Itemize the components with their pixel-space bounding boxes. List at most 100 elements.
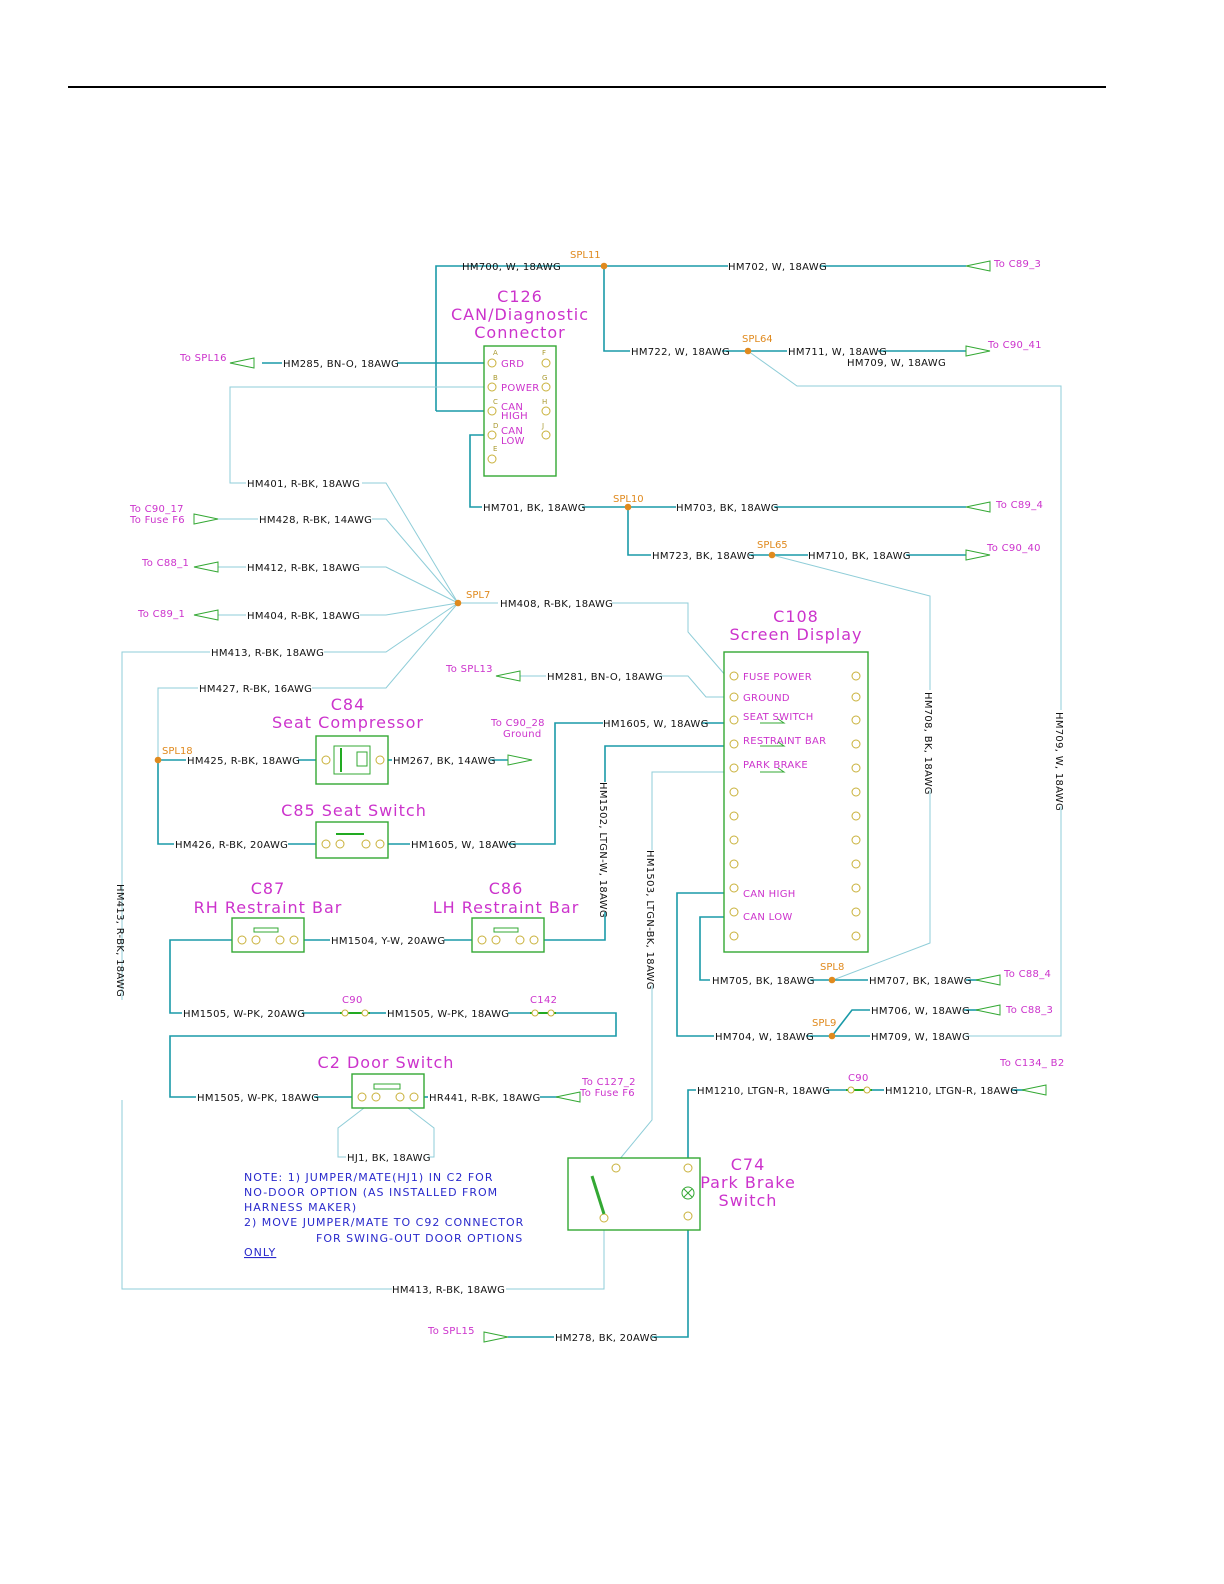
wire-hm267: HM267, BK, 14AWG: [393, 756, 496, 767]
title-c74-desc: Park Brake: [700, 1173, 796, 1192]
wire-hm710: HM710, BK, 18AWG: [808, 551, 911, 562]
c126-pin-can-h: CAN: [501, 402, 523, 413]
wire-hm704: HM704, W, 18AWG: [715, 1032, 814, 1043]
wire-hj1: HJ1, BK, 18AWG: [347, 1153, 431, 1164]
connector-c87: [231, 917, 305, 953]
note-line-3: HARNESS MAKER): [244, 1201, 357, 1214]
wire-hm707: HM707, BK, 18AWG: [869, 976, 972, 987]
wire-hm709: HM709, W, 18AWG: [847, 358, 946, 369]
wire-hm1504: HM1504, Y-W, 20AWG: [331, 936, 445, 947]
title-c126-desc: CAN/Diagnostic: [451, 305, 589, 324]
wire-hm428: HM428, R-BK, 14AWG: [259, 515, 372, 526]
wire-hm722: HM722, W, 18AWG: [631, 347, 730, 358]
wire-hm285: HM285, BN-O, 18AWG: [283, 359, 399, 370]
wire-hm1210-b: HM1210, LTGN-R, 18AWG: [885, 1086, 1018, 1097]
title-c2: C2 Door Switch: [318, 1053, 455, 1072]
c108-pin: [851, 671, 861, 681]
connector-c84: [315, 735, 389, 785]
note-line-5: FOR SWING-OUT DOOR OPTIONS: [316, 1232, 523, 1245]
dest-c90-40: To C90_40: [986, 543, 1041, 554]
dest-spl15: To SPL15: [427, 1326, 475, 1337]
wire-hm1605-b: HM1605, W, 18AWG: [411, 840, 517, 851]
c108-pin: [851, 835, 861, 845]
c108-pin: [851, 931, 861, 941]
title-c126: C126: [497, 287, 543, 306]
label-spl11: SPL11: [570, 250, 601, 261]
wire-hm1605: HM1605, W, 18AWG: [603, 719, 709, 730]
dest-c88-1: To C88_1: [141, 558, 189, 569]
c108-pin: [729, 739, 739, 749]
wire-hm701: HM701, BK, 18AWG: [483, 503, 586, 514]
wire-hm401: HM401, R-BK, 18AWG: [247, 479, 360, 490]
dest-c89-3: To C89_3: [993, 259, 1041, 270]
wire-hm425: HM425, R-BK, 18AWG: [187, 756, 300, 767]
c108-pin-arrows: [760, 718, 786, 773]
dest-ground: Ground: [503, 729, 542, 740]
c108-pin-ground: GROUND: [743, 693, 790, 704]
wire-hm427: HM427, R-BK, 16AWG: [199, 684, 312, 695]
c108-pin-park-brake: PARK BRAKE: [743, 760, 808, 771]
c108-pin: [729, 692, 739, 702]
c108-pin-can-high: CAN HIGH: [743, 889, 796, 900]
c126-pin-grd: GRD: [501, 359, 524, 370]
c108-pin-restraint-bar: RESTRAINT BAR: [743, 736, 826, 747]
label-spl9: SPL9: [812, 1018, 836, 1029]
note-line-2: NO-DOOR OPTION (AS INSTALLED FROM: [244, 1186, 498, 1199]
c108-pin: [729, 787, 739, 797]
c126-pin-high: HIGH: [501, 411, 528, 422]
dest-c89-4: To C89_4: [995, 500, 1043, 511]
dest-c89-1: To C89_1: [137, 609, 185, 620]
connector-c85: [315, 821, 389, 859]
dest-spl13: To SPL13: [445, 664, 493, 675]
c108-pin: [729, 907, 739, 917]
c108-pin: [851, 715, 861, 725]
note-line-6: ONLY: [244, 1246, 276, 1259]
svg-text:H: H: [542, 398, 547, 406]
c108-pin: [729, 883, 739, 893]
wire-hm1502: HM1502, LTGN-W, 18AWG: [597, 782, 608, 918]
connector-c2: [351, 1073, 425, 1109]
svg-text:G: G: [542, 374, 547, 382]
c108-pin: [851, 859, 861, 869]
c108-pin: [851, 883, 861, 893]
svg-text:J: J: [541, 422, 544, 430]
title-c74: C74: [731, 1155, 766, 1174]
wire-hm706: HM706, W, 18AWG: [871, 1006, 970, 1017]
wire-hm702: HM702, W, 18AWG: [728, 262, 827, 273]
wire-hm1505: HM1505, W-PK, 20AWG: [183, 1009, 305, 1020]
connector-c86: [471, 917, 545, 953]
title-c74-desc2: Switch: [719, 1191, 778, 1210]
label-spl7: SPL7: [466, 590, 490, 601]
c108-pin: [851, 811, 861, 821]
diagram-text: SPL11 SPL64 SPL10 SPL65 SPL7 SPL18 SPL8 …: [114, 250, 1064, 1344]
dest-c127-2: To C127_2: [581, 1077, 636, 1088]
wires: [121, 265, 1062, 1338]
wire-hm408: HM408, R-BK, 18AWG: [500, 599, 613, 610]
dest-c90-17: To C90_17: [129, 504, 184, 515]
wire-hm413: HM413, R-BK, 18AWG: [211, 648, 324, 659]
title-c108: C108: [773, 607, 819, 626]
label-spl8: SPL8: [820, 962, 844, 973]
dest-spl16: To SPL16: [179, 353, 227, 364]
wire-hm1505-b: HM1505, W-PK, 18AWG: [387, 1009, 509, 1020]
connector-c74: [567, 1157, 701, 1231]
off-page-arrows: [193, 260, 1047, 1343]
title-c108-desc: Screen Display: [729, 625, 862, 644]
dest-c90-41: To C90_41: [987, 340, 1042, 351]
wire-hr441: HR441, R-BK, 18AWG: [429, 1093, 541, 1104]
note-line-4: 2) MOVE JUMPER/MATE TO C92 CONNECTOR: [244, 1216, 524, 1229]
svg-text:C: C: [493, 398, 498, 406]
label-spl64: SPL64: [742, 334, 773, 345]
wire-hm426: HM426, R-BK, 20AWG: [175, 840, 288, 851]
svg-text:F: F: [542, 349, 546, 357]
wire-hm709-b: HM709, W, 18AWG: [871, 1032, 970, 1043]
wire-hm711: HM711, W, 18AWG: [788, 347, 887, 358]
wire-hm278: HM278, BK, 20AWG: [555, 1333, 658, 1344]
wire-hm1505-c: HM1505, W-PK, 18AWG: [197, 1093, 319, 1104]
c108-pin: [729, 931, 739, 941]
wire-hm708: HM708, BK, 18AWG: [922, 692, 933, 795]
inline-connector-c142: [530, 1009, 556, 1017]
connector-c108: [723, 651, 869, 953]
label-spl18: SPL18: [162, 746, 193, 757]
